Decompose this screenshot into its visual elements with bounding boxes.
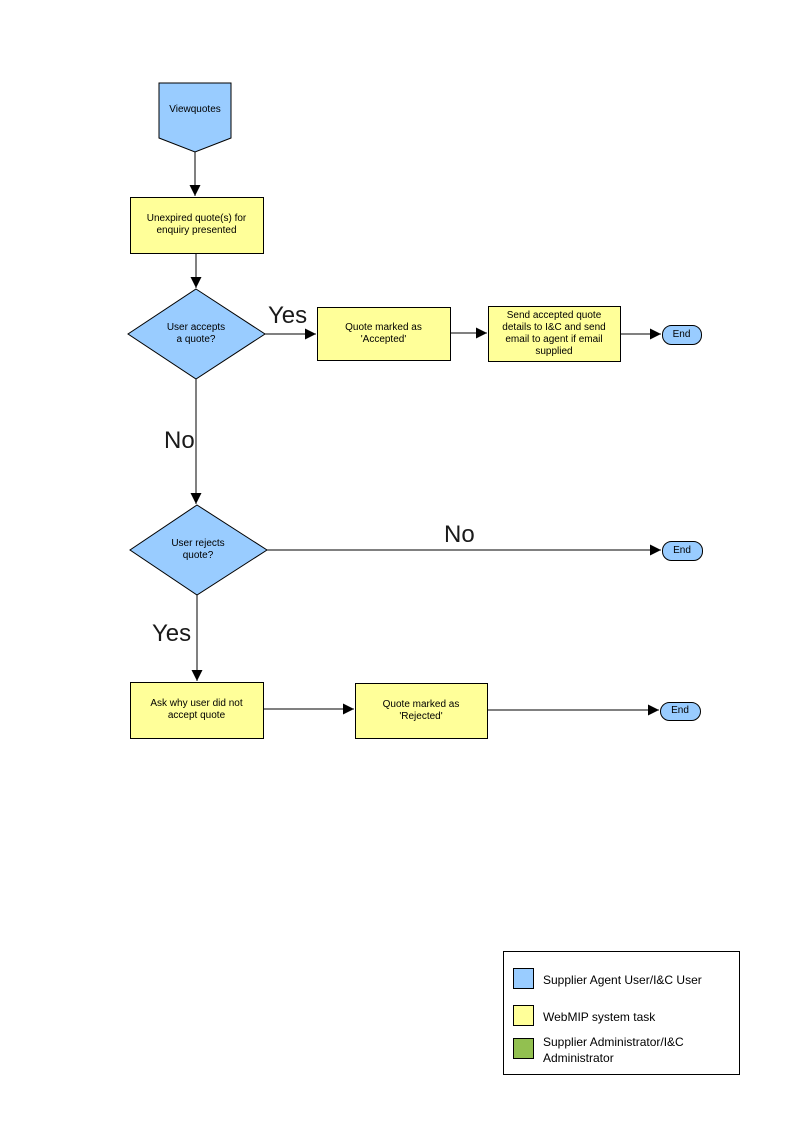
process-box-presented (130, 197, 264, 254)
start-pentagon-shape (158, 82, 232, 153)
decision-diamond-accepts (127, 288, 266, 380)
end-terminator-not-rejected (662, 541, 703, 561)
process-box-marked-accepted (317, 307, 451, 361)
end-terminator-accepted (662, 325, 702, 345)
end-terminator-rejected (660, 702, 701, 721)
legend-label-system: WebMIP system task (543, 1010, 656, 1024)
edge-label-yes-reject: Yes (152, 620, 192, 647)
process-box-send-details (488, 306, 621, 362)
legend-swatch-system (513, 1005, 534, 1026)
legend-swatch-user (513, 968, 534, 989)
edge-label-no-reject: No (444, 521, 475, 548)
legend-swatch-admin (513, 1038, 534, 1059)
edge-label-no-accept: No (164, 427, 195, 454)
process-box-ask-why (130, 682, 264, 739)
legend-label-user: Supplier Agent User/I&C User (543, 973, 702, 987)
decision-diamond-rejects (129, 504, 268, 596)
legend-box (503, 951, 740, 1075)
edge-label-yes-accept: Yes (268, 302, 308, 329)
process-box-marked-rejected (355, 683, 488, 739)
legend-label-admin: Supplier Administrator/I&C Administrator (543, 1035, 684, 1065)
